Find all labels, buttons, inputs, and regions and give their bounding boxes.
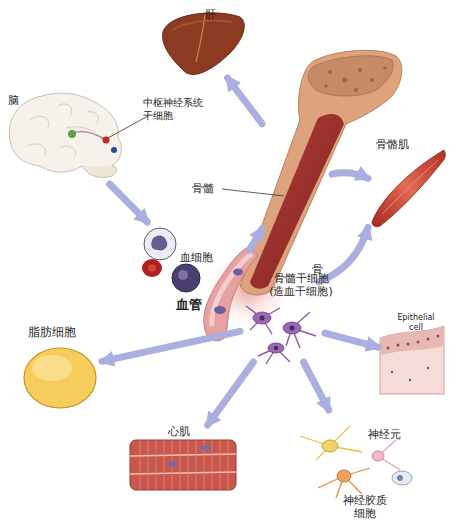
- muscle-fiber: [382, 160, 438, 214]
- bone-dot: [383, 66, 387, 70]
- differentiation-arrow: [110, 184, 148, 222]
- spongy-bone-dots: [324, 66, 387, 92]
- differentiation-arrow: [249, 229, 262, 250]
- vessel-cell: [233, 269, 243, 276]
- red-cell-center: [148, 265, 156, 272]
- cell-label: 骨髓干细胞 (造血干细胞): [258, 272, 344, 298]
- blood-cell-node: 血细胞: [138, 222, 218, 284]
- nucleus-dot: [407, 343, 410, 346]
- neuron-processes: [300, 426, 400, 498]
- epithelial-nuclei: [387, 335, 440, 382]
- cell-label: 神经胶质 细胞: [340, 494, 390, 520]
- tissue-label: 骨骼肌: [376, 138, 409, 151]
- nucleus-dot: [427, 338, 430, 341]
- platelet-cell: [172, 264, 200, 292]
- muscle-node: 骨骼肌: [368, 138, 448, 228]
- bone-dot: [358, 68, 362, 72]
- bone-node: 骨髓骨: [262, 95, 332, 245]
- organ-label: 脑: [8, 94, 19, 107]
- cell-nucleus: [201, 445, 211, 451]
- nucleus-dot: [409, 379, 411, 381]
- white-blood-cell: [144, 228, 176, 260]
- nucleus-dot: [427, 367, 429, 369]
- differentiation-arrow: [228, 78, 263, 124]
- vessel-node: 血管: [195, 250, 250, 340]
- glia-cell: [337, 470, 351, 482]
- structure-label: 中枢神经系统 干细胞: [143, 96, 215, 122]
- cell-nucleus: [167, 461, 177, 467]
- brain-node: 脑: [4, 92, 124, 184]
- vessel-lumen: [212, 254, 252, 326]
- fat-highlight: [32, 355, 72, 381]
- cerebellum: [82, 166, 117, 178]
- nucleus-dot: [391, 371, 393, 373]
- neuron-process: [300, 426, 362, 460]
- differentiation-arrow: [332, 173, 368, 178]
- brain-illustration: [9, 93, 121, 172]
- bone-dot: [370, 78, 374, 82]
- stem-cell-processes: [246, 306, 316, 364]
- red-blood-cell: [142, 259, 162, 277]
- cell-nucleus: [178, 270, 188, 280]
- cell-nucleus: [260, 316, 265, 321]
- bone-dot: [343, 78, 348, 83]
- cell-nucleus: [397, 475, 403, 481]
- adipocyte-node: 脂肪细胞: [22, 328, 102, 412]
- liver-highlight: [172, 20, 232, 30]
- bone-dot: [324, 84, 328, 88]
- glia-process: [318, 468, 370, 498]
- cardiac-muscle-illustration: [130, 440, 236, 490]
- tissue-label: 心肌: [168, 425, 190, 438]
- cell-process: [246, 306, 280, 334]
- leader-line: [222, 189, 284, 196]
- stem-cell-dot: [111, 147, 117, 153]
- bone-marrow: [250, 114, 344, 289]
- nucleus-dot: [417, 341, 420, 344]
- neuron-node: 神经元神经胶质 细胞: [292, 410, 422, 518]
- cell-label: 血细胞: [180, 251, 213, 264]
- part-label: 骨髓: [192, 182, 214, 195]
- leader-line: [108, 116, 148, 138]
- nucleus-dot: [437, 335, 440, 338]
- stem-cell-node: 骨髓干细胞 (造血干细胞): [240, 282, 325, 362]
- epithelial-illustration: [380, 326, 444, 394]
- skeletal-muscle-illustration: [372, 150, 445, 227]
- liver-illustration: [163, 13, 245, 75]
- nucleus-dot: [387, 347, 390, 350]
- differentiation-arrow: [208, 362, 254, 425]
- differentiation-arrow: [325, 333, 378, 347]
- striation-lines: [140, 440, 228, 490]
- epithelial-node: Epithelial cell: [378, 315, 446, 397]
- cell-nucleus: [274, 346, 278, 350]
- stem-cell-dot: [68, 130, 76, 138]
- cell-process: [286, 312, 316, 348]
- glia-cell: [392, 471, 412, 485]
- bone-dot: [328, 70, 332, 74]
- stem-cell: [253, 312, 271, 324]
- cell-label: Epithelial cell: [390, 313, 442, 333]
- differentiation-arrow: [304, 362, 329, 410]
- cell-label: 脂肪细胞: [28, 326, 76, 339]
- brain-folds: [28, 104, 104, 158]
- stem-cell: [283, 322, 301, 334]
- liver-node: 肝: [160, 8, 242, 78]
- organ-label: 肝: [205, 8, 216, 21]
- vessel-cell: [214, 306, 226, 314]
- differentiation-arrow: [102, 331, 240, 361]
- adipocyte-illustration: [24, 348, 96, 408]
- cell-nucleus: [290, 326, 295, 331]
- cell-nucleus: [151, 236, 167, 251]
- bone-cut-face: [308, 56, 393, 96]
- cardiac-node: 心肌: [128, 425, 238, 493]
- nucleus-dot: [397, 344, 400, 347]
- bone-illustration: [240, 50, 402, 295]
- stem-cell: [268, 343, 284, 353]
- neuron-cell: [322, 440, 338, 452]
- tissue-label: 血管: [176, 298, 202, 311]
- cell-label: 神经元: [368, 428, 401, 441]
- bone-dot: [354, 88, 358, 92]
- glia-cell: [372, 451, 384, 461]
